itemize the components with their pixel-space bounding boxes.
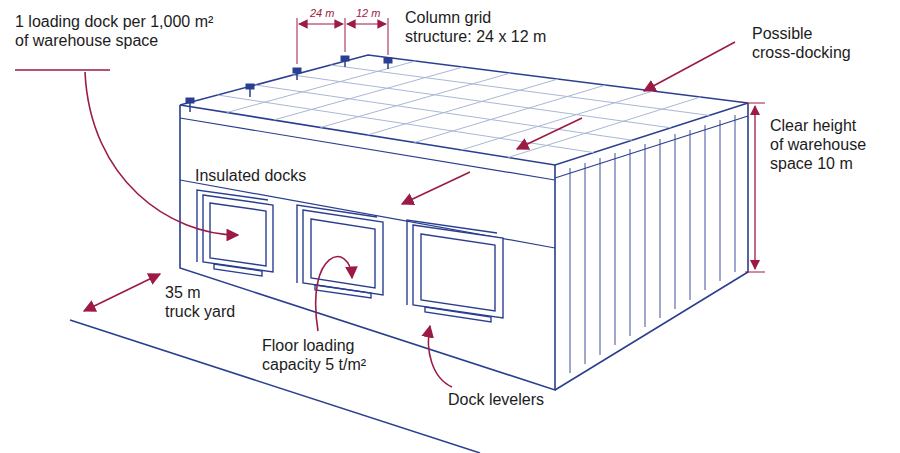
column-marker	[246, 84, 254, 89]
dimension-tick	[297, 18, 388, 64]
column-marker	[186, 98, 194, 103]
loading-docks	[197, 190, 503, 322]
dimension-line	[299, 23, 343, 24]
column-markers	[186, 56, 392, 112]
dimension-label: 12 m	[356, 7, 380, 20]
dimension-label: 24 m	[310, 7, 334, 20]
side-wall	[555, 103, 748, 390]
dock-door	[413, 225, 503, 318]
column-marker	[384, 58, 392, 63]
dock-leveler	[214, 264, 262, 276]
leader-arrow	[402, 172, 470, 204]
dock-opening	[421, 234, 495, 311]
roof-grid	[218, 61, 710, 158]
dock-leveler	[315, 285, 371, 298]
callout-note: 35 m truck yard	[165, 283, 237, 321]
callout-note: 1 loading dock per 1,000 m² of warehouse…	[15, 12, 220, 50]
leader-arrow	[644, 42, 735, 91]
roof-outline	[180, 55, 748, 165]
dock-door	[303, 210, 383, 295]
leader-arrow	[85, 72, 238, 235]
callout-note: Floor loading capacity 5 t/m²	[262, 336, 372, 374]
dimension-tick	[745, 103, 765, 272]
dimension-line	[754, 106, 755, 269]
side-wall-band	[555, 116, 748, 178]
callout-note: Insulated docks	[195, 166, 306, 185]
leader-arrow	[428, 326, 452, 387]
column-post	[190, 61, 388, 112]
annotations	[15, 18, 765, 387]
dimension-line	[347, 23, 386, 24]
callout-note: Dock levelers	[448, 390, 544, 409]
callout-note: Clear height of warehouse space 10 m	[770, 116, 870, 174]
column-marker	[341, 56, 349, 61]
cladding-lines	[570, 115, 735, 373]
ground-line	[70, 320, 480, 453]
dock-opening	[311, 219, 375, 288]
leader-arrow	[316, 257, 352, 331]
dimension-arrow	[84, 274, 160, 311]
callout-note: Column grid structure: 24 x 12 m	[405, 8, 555, 46]
front-wall	[180, 105, 555, 390]
leader-arrow	[517, 118, 582, 149]
dock-leveler	[425, 307, 491, 322]
label-underline	[15, 69, 110, 71]
column-marker	[293, 68, 301, 73]
callout-note: Possible cross-docking	[752, 24, 857, 62]
